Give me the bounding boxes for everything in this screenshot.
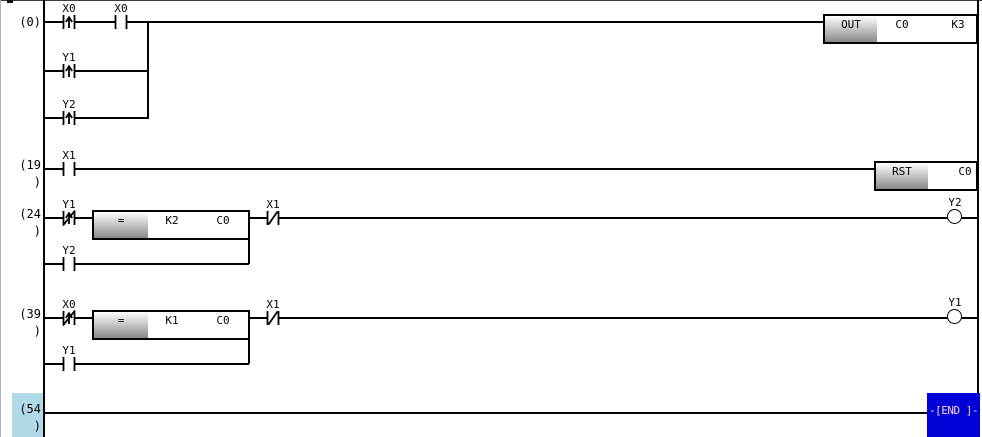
contact-x0-normally-open[interactable]: [113, 14, 129, 30]
device-label: X0: [114, 2, 128, 15]
rst-instruction-block[interactable]: RST C0: [874, 161, 978, 191]
rising-edge-negated-contact-icon: [62, 210, 76, 226]
branch-line: [45, 70, 148, 72]
instruction-value: K3: [951, 18, 965, 31]
step-number-wrap: ): [33, 224, 41, 238]
contact-x1-normally-closed[interactable]: [265, 210, 281, 226]
end-instruction-label: -[END ]-: [929, 404, 978, 417]
no-contact-icon: [114, 14, 128, 30]
rising-edge-negated-contact-icon: [62, 310, 76, 326]
out-instruction-block[interactable]: OUT C0 K3: [823, 14, 978, 44]
nc-contact-icon: [266, 210, 280, 226]
device-label: X0: [62, 298, 76, 311]
instruction-op: RST: [876, 163, 928, 189]
contact-y2-rising-edge[interactable]: [61, 110, 77, 126]
device-label: Y2: [948, 196, 962, 209]
contact-y1-normally-open[interactable]: [61, 356, 77, 372]
instruction-device: C0: [216, 214, 230, 227]
contact-x1-normally-open[interactable]: [61, 161, 77, 177]
device-label: Y1: [62, 51, 76, 64]
right-power-rail: [977, 0, 979, 437]
instruction-op: OUT: [825, 16, 877, 42]
instruction-value: K2: [165, 214, 179, 227]
device-label: Y2: [62, 98, 76, 111]
contact-y2-normally-open[interactable]: [61, 256, 77, 272]
step-number: (19: [19, 158, 41, 172]
coil-y1-output[interactable]: [947, 309, 962, 324]
step-number-wrap: ): [33, 419, 41, 433]
instruction-device: C0: [895, 18, 909, 31]
top-border: [0, 0, 982, 1]
rung-line: [45, 168, 874, 170]
instruction-value: K1: [165, 314, 179, 327]
nc-contact-icon: [266, 310, 280, 326]
instruction-device: C0: [958, 165, 972, 178]
step-selection-highlight: [12, 393, 43, 437]
step-number-wrap: ): [33, 175, 41, 189]
device-label: X1: [62, 149, 76, 162]
rising-edge-contact-icon: [62, 14, 76, 30]
rung-line: [45, 21, 823, 23]
contact-x1-normally-closed[interactable]: [265, 310, 281, 326]
instruction-op: =: [94, 212, 148, 238]
branch-line: [45, 363, 249, 365]
rung-line: [45, 217, 948, 219]
left-border: [0, 0, 1, 437]
step-number: (0): [19, 15, 41, 29]
step-number-wrap: ): [33, 324, 41, 338]
device-label: Y1: [948, 296, 962, 309]
coil-output-line: [961, 317, 977, 319]
rising-edge-contact-icon: [62, 63, 76, 79]
instruction-op: =: [94, 312, 148, 338]
rung-line: [45, 412, 927, 414]
contact-x0-rising-edge[interactable]: [61, 14, 77, 30]
end-instruction-block[interactable]: -[END ]-: [927, 393, 980, 437]
instruction-device: C0: [216, 314, 230, 327]
device-label: Y1: [62, 198, 76, 211]
branch-line: [45, 117, 148, 119]
contact-y1-rising-edge[interactable]: [61, 63, 77, 79]
device-label: X0: [62, 2, 76, 15]
step-number: (54: [19, 402, 41, 416]
coil-output-line: [961, 217, 977, 219]
device-label: X1: [266, 298, 280, 311]
compare-instruction-block[interactable]: = K1 C0: [92, 310, 250, 340]
left-power-rail: [43, 0, 45, 437]
step-number: (39: [19, 307, 41, 321]
device-label: Y1: [62, 344, 76, 357]
branch-junction-line: [248, 217, 250, 264]
no-contact-icon: [62, 356, 76, 372]
no-contact-icon: [62, 161, 76, 177]
contact-y1-rising-edge-negated[interactable]: [61, 210, 77, 226]
device-label: Y2: [62, 244, 76, 257]
step-number: (24: [19, 207, 41, 221]
device-label: X1: [266, 198, 280, 211]
branch-line: [45, 263, 249, 265]
rung-line: [45, 317, 948, 319]
contact-x0-rising-edge-negated[interactable]: [61, 310, 77, 326]
no-contact-icon: [62, 256, 76, 272]
coil-y2-output[interactable]: [947, 209, 962, 224]
toolbar-remnant-mark: [7, 0, 13, 3]
rising-edge-contact-icon: [62, 110, 76, 126]
branch-junction-line: [248, 317, 250, 364]
compare-instruction-block[interactable]: = K2 C0: [92, 210, 250, 240]
